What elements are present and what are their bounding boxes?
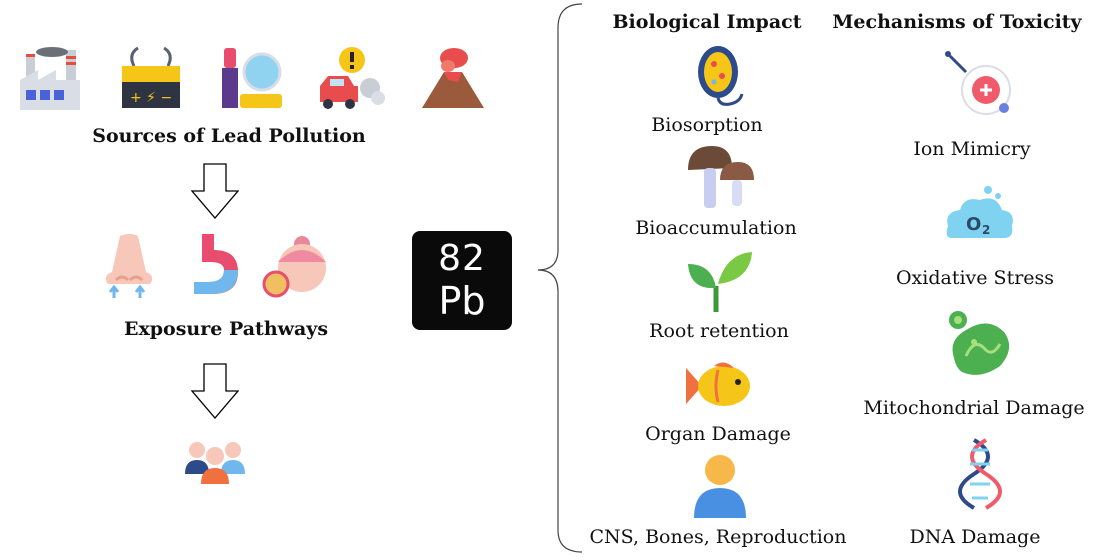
dna-damage-label: DNA Damage	[909, 526, 1041, 548]
factory-icon	[20, 47, 80, 110]
mechanisms-heading: Mechanisms of Toxicity	[832, 11, 1082, 33]
cosmetics-icon	[222, 48, 282, 108]
biosorption-label: Biosorption	[651, 114, 763, 136]
cns-bones-reproduction-label: CNS, Bones, Reproduction	[589, 526, 847, 548]
skin-contact-icon	[262, 236, 326, 298]
person-icon	[694, 455, 746, 518]
volcano-icon	[422, 48, 484, 108]
organ-damage-label: Organ Damage	[645, 423, 791, 445]
mushroom-icon	[688, 146, 754, 208]
vehicle-exhaust-icon	[320, 47, 385, 109]
nose-inhalation-icon	[105, 234, 153, 298]
sources-title: Sources of Lead Pollution	[92, 125, 366, 147]
bioaccumulation-label: Bioaccumulation	[635, 217, 797, 239]
atomic-number: 82	[438, 237, 486, 279]
element-symbol: Pb	[438, 278, 486, 323]
ion-icon	[945, 51, 1011, 115]
bacteria-icon	[698, 46, 744, 106]
people-group-icon	[185, 442, 245, 484]
root-retention-label: Root retention	[649, 320, 789, 342]
sprout-icon	[688, 252, 752, 312]
battery-icon: + ⚡ −	[122, 46, 180, 108]
curly-brace	[537, 3, 583, 553]
exposure-title: Exposure Pathways	[123, 318, 329, 340]
ion-mimicry-label: Ion Mimicry	[913, 138, 1031, 160]
down-arrow-icon	[191, 363, 239, 419]
stomach-ingestion-icon	[194, 234, 238, 294]
oxidative-stress-label: Oxidative Stress	[895, 267, 1055, 289]
svg-text:O: O	[966, 214, 981, 235]
mitochondria-icon	[949, 311, 1010, 375]
svg-text:+ ⚡ −: + ⚡ −	[130, 90, 172, 106]
fish-icon	[686, 362, 750, 406]
lead-element-tile: 82 Pb	[412, 231, 512, 330]
dna-icon	[958, 438, 1002, 510]
biological-impact-heading: Biological Impact	[612, 11, 802, 33]
down-arrow-icon	[191, 163, 239, 219]
mitochondrial-damage-label: Mitochondrial Damage	[863, 397, 1085, 419]
oxygen-cloud-icon: O 2	[946, 186, 1013, 238]
svg-text:2: 2	[982, 223, 990, 237]
